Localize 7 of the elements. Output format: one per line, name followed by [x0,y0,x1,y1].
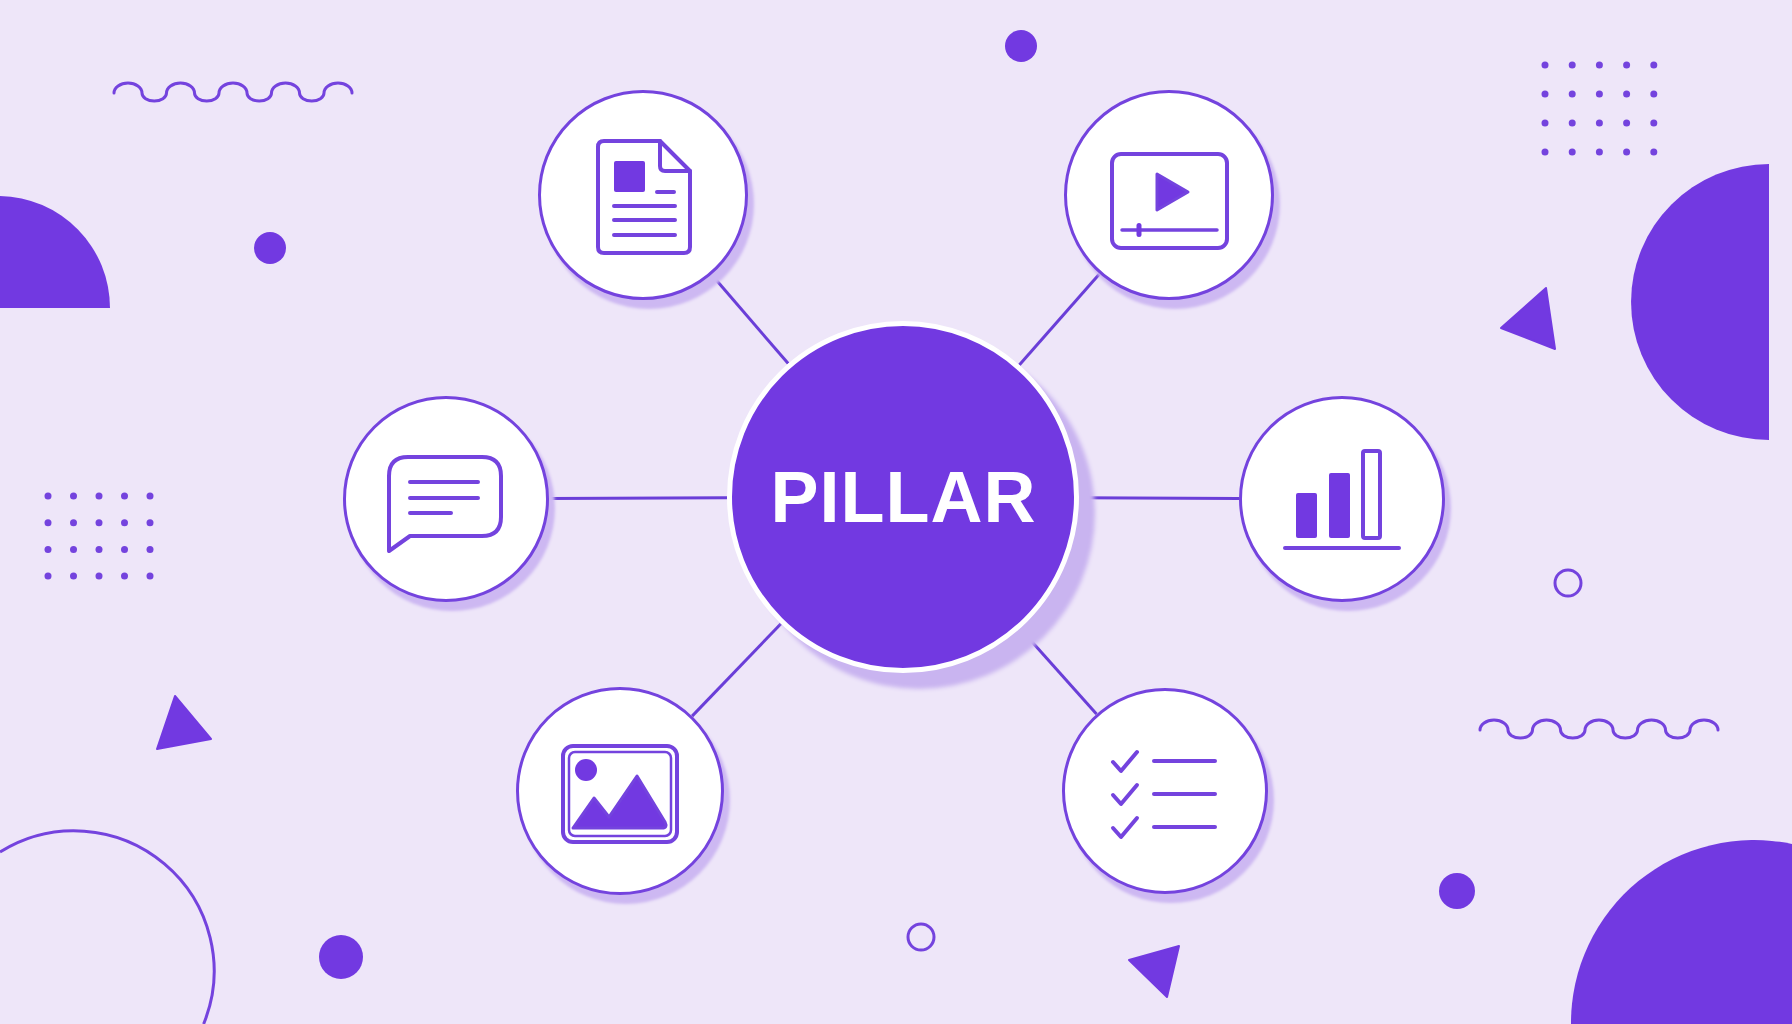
connector-line [1079,496,1239,500]
connector-line [710,273,790,365]
hub-label: PILLAR [769,461,1037,533]
connector-line [1019,627,1098,716]
connector-line [1018,272,1101,366]
connector-line [691,622,782,718]
connector-line [549,496,727,500]
